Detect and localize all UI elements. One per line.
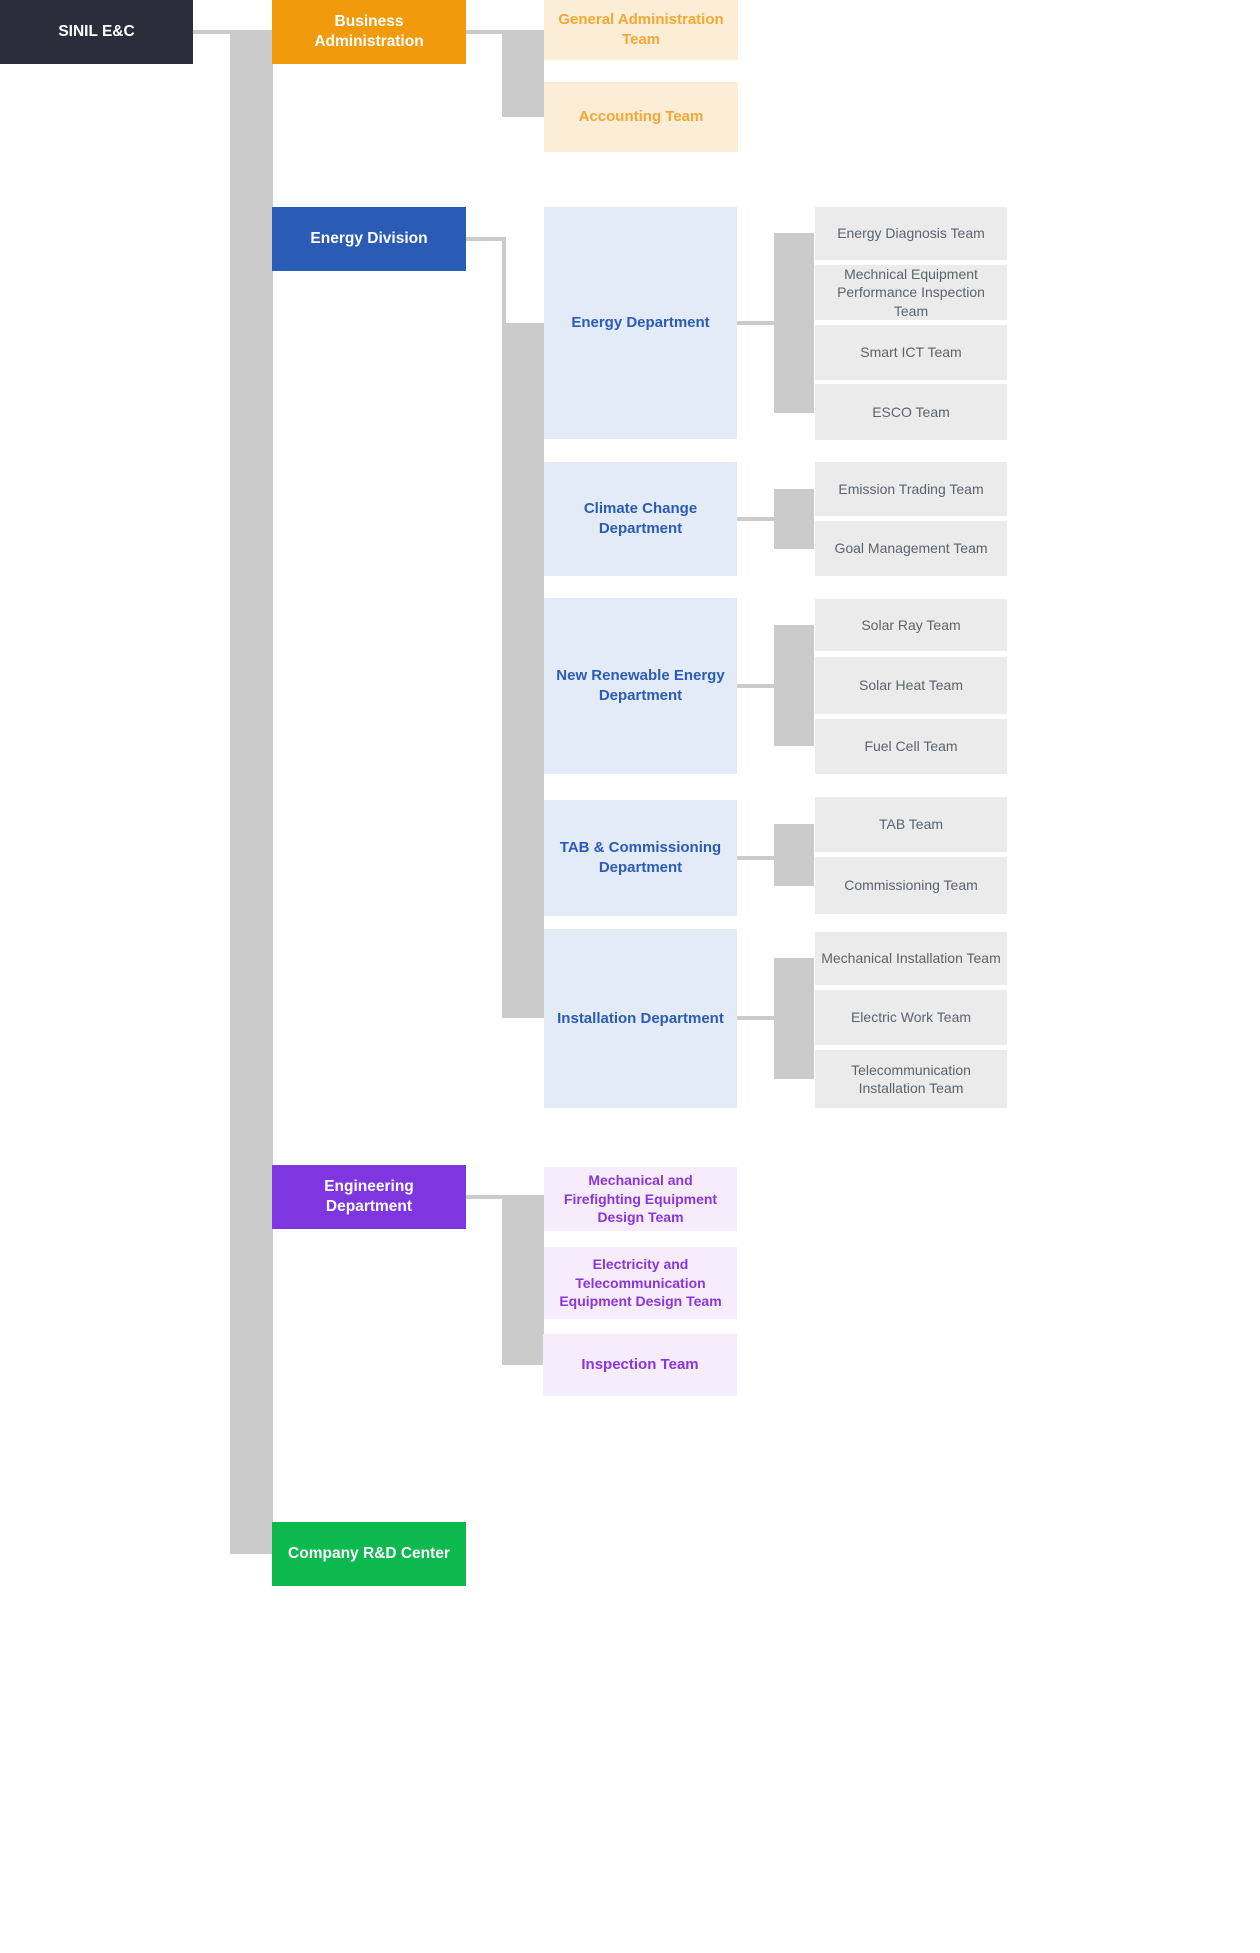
node-company-rnd-center: Company R&D Center xyxy=(272,1522,466,1586)
node-solar-ray-team: Solar Ray Team xyxy=(815,599,1007,651)
node-esco-team: ESCO Team xyxy=(815,384,1007,440)
node-engineering-department: Engineering Department xyxy=(272,1165,466,1229)
connector-energydept-stub xyxy=(737,321,774,325)
connector-energydept-bar xyxy=(774,233,814,413)
node-mechnical-equipment-performance-inspection-team: Mechnical Equipment Performance Inspecti… xyxy=(815,265,1007,320)
connector-renewable-stub xyxy=(737,684,774,688)
connector-root-stub xyxy=(193,30,230,34)
connector-tab-bar xyxy=(774,824,814,886)
node-energy-diagnosis-team: Energy Diagnosis Team xyxy=(815,207,1007,260)
node-smart-ict-team: Smart ICT Team xyxy=(815,325,1007,380)
connector-busadmin-stub xyxy=(466,30,502,34)
node-energy-department: Energy Department xyxy=(544,207,737,439)
connector-energydiv-drop xyxy=(502,237,506,327)
connector-renewable-bar xyxy=(774,625,814,746)
node-mechanical-installation-team: Mechanical Installation Team xyxy=(815,932,1007,985)
node-tab-team: TAB Team xyxy=(815,797,1007,852)
connector-engineering-stub xyxy=(466,1195,502,1199)
node-solar-heat-team: Solar Heat Team xyxy=(815,657,1007,714)
connector-engineering-bar xyxy=(502,1195,544,1365)
connector-energydiv-stub xyxy=(466,237,502,241)
node-telecommunication-installation-team: Telecommunication Installation Team xyxy=(815,1050,1007,1108)
node-climate-change-department: Climate Change Department xyxy=(544,462,737,576)
connector-tab-stub xyxy=(737,856,774,860)
connector-trunk xyxy=(230,30,273,1554)
connector-install-bar xyxy=(774,958,814,1079)
node-new-renewable-energy-department: New Renewable Energy Department xyxy=(544,598,737,774)
connector-climate-stub xyxy=(737,517,774,521)
connector-climate-bar xyxy=(774,489,814,549)
node-accounting-team: Accounting Team xyxy=(544,82,738,152)
node-mechanical-firefighting-equipment-design-team: Mechanical and Firefighting Equipment De… xyxy=(544,1167,737,1231)
node-energy-division: Energy Division xyxy=(272,207,466,271)
node-emission-trading-team: Emission Trading Team xyxy=(815,462,1007,516)
node-electricity-telecommunication-equipment-design-team: Electricity and Telecommunication Equipm… xyxy=(544,1247,737,1319)
node-goal-management-team: Goal Management Team xyxy=(815,521,1007,576)
node-commissioning-team: Commissioning Team xyxy=(815,857,1007,914)
node-tab-commissioning-department: TAB & Commissioning Department xyxy=(544,800,737,916)
node-general-administration-team: General Administration Team xyxy=(544,0,738,60)
node-installation-department: Installation Department xyxy=(544,929,737,1108)
node-inspection-team: Inspection Team xyxy=(543,1334,737,1396)
connector-install-stub xyxy=(737,1016,774,1020)
node-fuel-cell-team: Fuel Cell Team xyxy=(815,719,1007,774)
connector-busadmin-bar xyxy=(502,30,544,117)
node-business-administration: Business Administration xyxy=(272,0,466,64)
connector-energydiv-bar xyxy=(502,323,544,1018)
node-electric-work-team: Electric Work Team xyxy=(815,990,1007,1045)
node-root-sinil-enc: SINIL E&C xyxy=(0,0,193,64)
